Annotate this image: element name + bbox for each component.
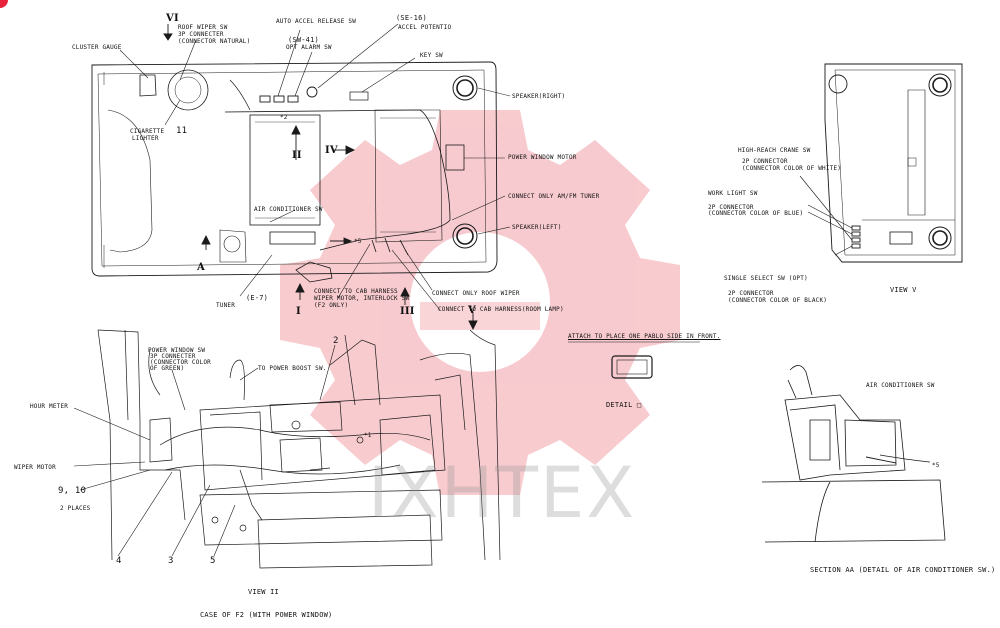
part-3-label: 3 [168, 556, 174, 566]
hour-meter-label: HOUR METER [30, 403, 69, 410]
pw-sw-1-label: POWER WINDOW SW [148, 347, 206, 354]
cluster-gauge-label: CLUSTER GAUGE [72, 44, 122, 51]
leader-lines-bottom [73, 344, 336, 557]
view-ii-cab-interior [97, 329, 501, 569]
cab-top-plan [91, 61, 498, 283]
high-reach-crane-label: HIGH-REACH CRANE SW [738, 147, 811, 154]
roman-v-marker: V [468, 305, 476, 316]
star5-right-label: *5 [932, 462, 940, 469]
single-select-label: SINGLE SELECT SW (OPT) [724, 275, 808, 282]
direction-arrows [163, 24, 897, 464]
watermark-text: IXHTEX [368, 452, 637, 534]
attach-note-label: ATTACH TO PLACE ONE PABLO SIDE IN FRONT. [568, 333, 721, 340]
high-reach-conn-label: 2P CONNECTOR [742, 158, 788, 165]
section-aa-label: SECTION AA (DETAIL OF AIR CONDITIONER SW… [810, 566, 996, 574]
auto-accel-label: AUTO ACCEL RELEASE SW [276, 18, 357, 25]
speaker-left-label: SPEAKER(LEFT) [512, 224, 562, 231]
part-11-label: 11 [176, 126, 188, 136]
connect-cab-2-label: WIPER MOTOR, INTERLOCK SW [314, 295, 410, 302]
part-5-label: 5 [210, 556, 216, 566]
opt-alarm-label: OPT ALARM SW [286, 44, 332, 51]
key-sw-label: KEY SW [420, 52, 443, 59]
view-v-label: VIEW V [890, 286, 917, 294]
roman-ii-marker: II [292, 150, 302, 161]
pw-sw-2-label: 3P CONNECTER [150, 353, 196, 360]
sw41-label: (SW-41) [288, 36, 319, 44]
star5-top-label: *5 [354, 238, 362, 245]
detail-d [568, 341, 700, 379]
star1-label: *1 [364, 432, 372, 439]
corner-badge [0, 0, 8, 8]
pw-sw-3-label: (CONNECTOR COLOR [150, 359, 211, 366]
letter-a-top-marker: A [197, 262, 205, 273]
section-aa-detail [761, 365, 946, 543]
roman-iv-marker: IV [325, 145, 338, 156]
roof-wiper-conn-label: 3P CONNECTER [178, 31, 224, 38]
work-light-conn-label: 2P CONNECTOR [708, 204, 754, 211]
leader-lines-top [119, 23, 511, 311]
star2-label: *2 [280, 114, 288, 121]
view-ii-label: VIEW II [248, 588, 279, 596]
part-2-mid-label: 2 [333, 336, 339, 346]
roof-wiper-sw-label: ROOF WIPER SW [178, 24, 228, 31]
pw-sw-4-label: OF GREEN) [150, 365, 185, 372]
roman-i-marker: I [296, 306, 301, 317]
single-conn-label: 2P CONNECTOR [728, 290, 774, 297]
single-color-label: (CONNECTOR COLOR OF BLACK) [728, 297, 828, 304]
connect-cab-1-label: CONNECT TO CAB HARNESS [314, 288, 398, 295]
detail-d-label: DETAIL □ [606, 401, 642, 409]
power-window-motor-label: POWER WINDOW MOTOR [508, 154, 577, 161]
tuner-label: TUNER [216, 302, 236, 309]
connect-am-fm-label: CONNECT ONLY AM/FM TUNER [508, 193, 600, 200]
speaker-right-label: SPEAKER(RIGHT) [512, 93, 566, 100]
roof-wiper-natural-label: (CONNECTOR NATURAL) [178, 38, 251, 45]
connect-roof-wiper-label: CONNECT ONLY ROOF WIPER [432, 290, 520, 297]
air-conditioner-sw-label: AIR CONDITIONER SW [254, 206, 323, 213]
connect-room-lamp-label: CONNECT TO CAB HARNESS(ROOM LAMP) [438, 306, 564, 313]
se16-label: (SE-16) [396, 14, 427, 22]
two-places-label: 2 PLACES [60, 505, 91, 512]
lighter-label: LIGHTER [132, 135, 159, 142]
wiper-motor-label: WIPER MOTOR [14, 464, 56, 471]
connect-cab-3-label: (F2 ONLY) [314, 302, 349, 309]
work-light-color-label: (CONNECTOR COLOR OF BLUE) [708, 210, 804, 217]
aircon-sw-right-label: AIR CONDITIONER SW [866, 382, 935, 389]
case-f2-label: CASE OF F2 (WITH POWER WINDOW) [200, 611, 333, 619]
view-vi-marker: VI [166, 13, 179, 24]
work-light-label: WORK LIGHT SW [708, 190, 758, 197]
roman-iii-marker: III [400, 306, 415, 317]
to-power-boost-label: TO POWER BOOST SW. [258, 365, 327, 372]
high-reach-color-label: (CONNECTOR COLOR OF WHITE) [742, 165, 842, 172]
view-v-plan [799, 63, 963, 263]
e7-label: (E-7) [246, 294, 269, 302]
accel-potentio-label: ACCEL POTENTIO [398, 24, 452, 31]
cigarette-label: CIGARETTE [130, 128, 165, 135]
part-4-label: 4 [116, 556, 122, 566]
part-9-10-label: 9, 10 [58, 486, 87, 496]
